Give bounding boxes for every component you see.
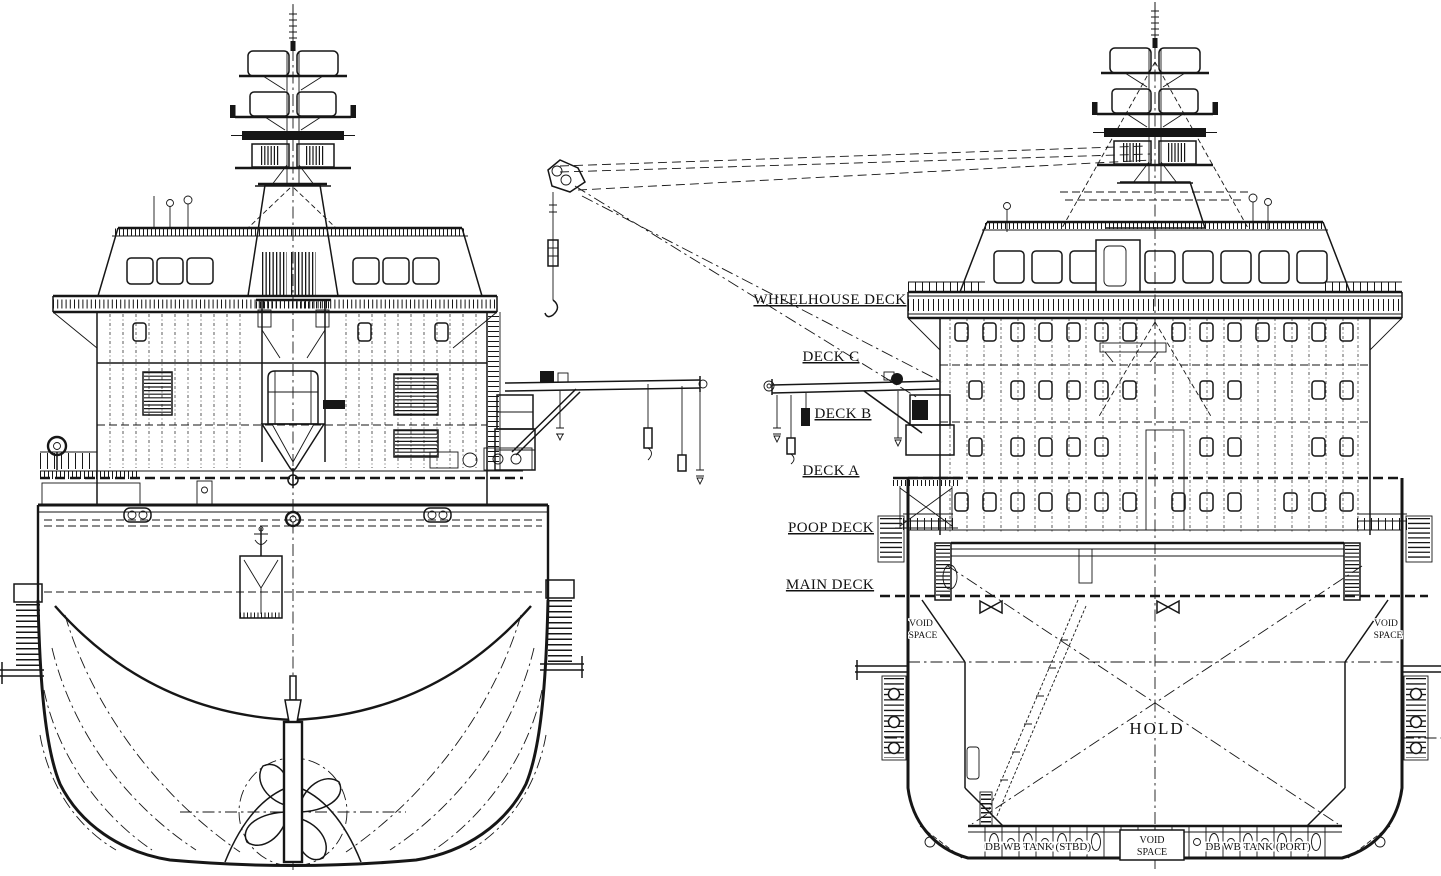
stern-superstructure xyxy=(96,312,501,505)
hold-cross-lines xyxy=(885,565,1441,825)
stern-wheelhouse-deck xyxy=(52,294,498,349)
bridge-equipment-box xyxy=(1095,239,1141,293)
louver-panels xyxy=(142,371,439,458)
starboard-side-ladder xyxy=(540,579,584,678)
center-fairlead xyxy=(284,510,302,528)
deck-machinery xyxy=(429,447,533,471)
boom-head xyxy=(547,159,586,193)
db-wb-tank-stbd-label: DB WB TANK (STBD) xyxy=(985,841,1091,853)
svg-text:SPACE: SPACE xyxy=(909,631,938,641)
hull-outline xyxy=(36,599,550,867)
bow-view: HOLD VOID SPACE VOID SPACE DB WB TANK (S… xyxy=(763,2,1441,872)
svg-text:VOID: VOID xyxy=(1374,619,1398,629)
svg-text:VOID: VOID xyxy=(909,619,933,629)
boom-hook xyxy=(544,192,559,318)
void-space-port-wing-label: VOID SPACE xyxy=(907,618,938,643)
center-void-space-label: VOID SPACE xyxy=(1119,829,1185,861)
funnel xyxy=(247,182,339,297)
stern-davit xyxy=(239,526,283,619)
bridge-windows xyxy=(993,250,1328,284)
port-side-ladder xyxy=(0,583,44,684)
center-casing xyxy=(1145,429,1185,531)
crane-hooks xyxy=(556,384,704,486)
stern-hull xyxy=(0,503,584,867)
label-poop-deck: POOP DECK xyxy=(788,520,874,536)
lightening-holes xyxy=(989,833,1321,851)
bow-mast xyxy=(1060,2,1250,229)
label-deck-c: DECK C xyxy=(803,349,860,365)
db-wb-tank-port-label: DB WB TANK (PORT) xyxy=(1205,841,1311,853)
svg-text:VOID: VOID xyxy=(1140,835,1165,846)
svg-text:SPACE: SPACE xyxy=(1374,631,1403,641)
label-deck-a: DECK A xyxy=(803,463,860,479)
superstructure-windows xyxy=(132,322,449,342)
svg-text:SPACE: SPACE xyxy=(1137,847,1167,858)
horn xyxy=(46,435,68,470)
hold-access-door xyxy=(966,746,980,780)
hold-stairs xyxy=(987,599,1087,819)
hold-section xyxy=(855,478,1441,860)
stern-poop-deck xyxy=(40,435,523,506)
mooring-cleats xyxy=(123,507,452,523)
rudder xyxy=(282,675,304,864)
porthole-row-3 xyxy=(968,437,1354,457)
lifeboat xyxy=(260,370,326,488)
hatch-beam xyxy=(934,541,1361,601)
label-deck-b: DECK B xyxy=(815,406,872,422)
stern-deck-crane xyxy=(429,371,708,486)
hold-label: HOLD xyxy=(1129,719,1184,738)
bow-starboard-side-ladder xyxy=(1402,515,1441,761)
buttock-lines xyxy=(39,614,547,853)
stern-bridge xyxy=(97,195,483,297)
phantom-crane-boom xyxy=(544,145,1153,399)
deck-level-labels: WHEELHOUSE DECK DECK C DECK B DECK A POO… xyxy=(753,292,906,593)
crane-hooks xyxy=(773,391,902,465)
double-bottom xyxy=(984,827,1326,857)
porthole-row-4 xyxy=(954,492,1354,512)
bow-superstructure xyxy=(903,318,1407,535)
bow-provision-crane xyxy=(763,371,960,529)
lifeboat-davit xyxy=(256,298,345,488)
stern-view xyxy=(0,4,708,870)
void-space-starboard-wing-label: VOID SPACE xyxy=(1372,618,1403,643)
vent-symbols xyxy=(979,599,1180,615)
bow-port-side-ladder xyxy=(855,515,908,761)
porthole-row-1 xyxy=(954,322,1354,342)
bow-wheelhouse-deck xyxy=(907,281,1403,351)
label-wheelhouse-deck: WHEELHOUSE DECK xyxy=(753,292,906,308)
label-main-deck: MAIN DECK xyxy=(786,577,874,593)
porthole-row-2 xyxy=(968,380,1354,400)
